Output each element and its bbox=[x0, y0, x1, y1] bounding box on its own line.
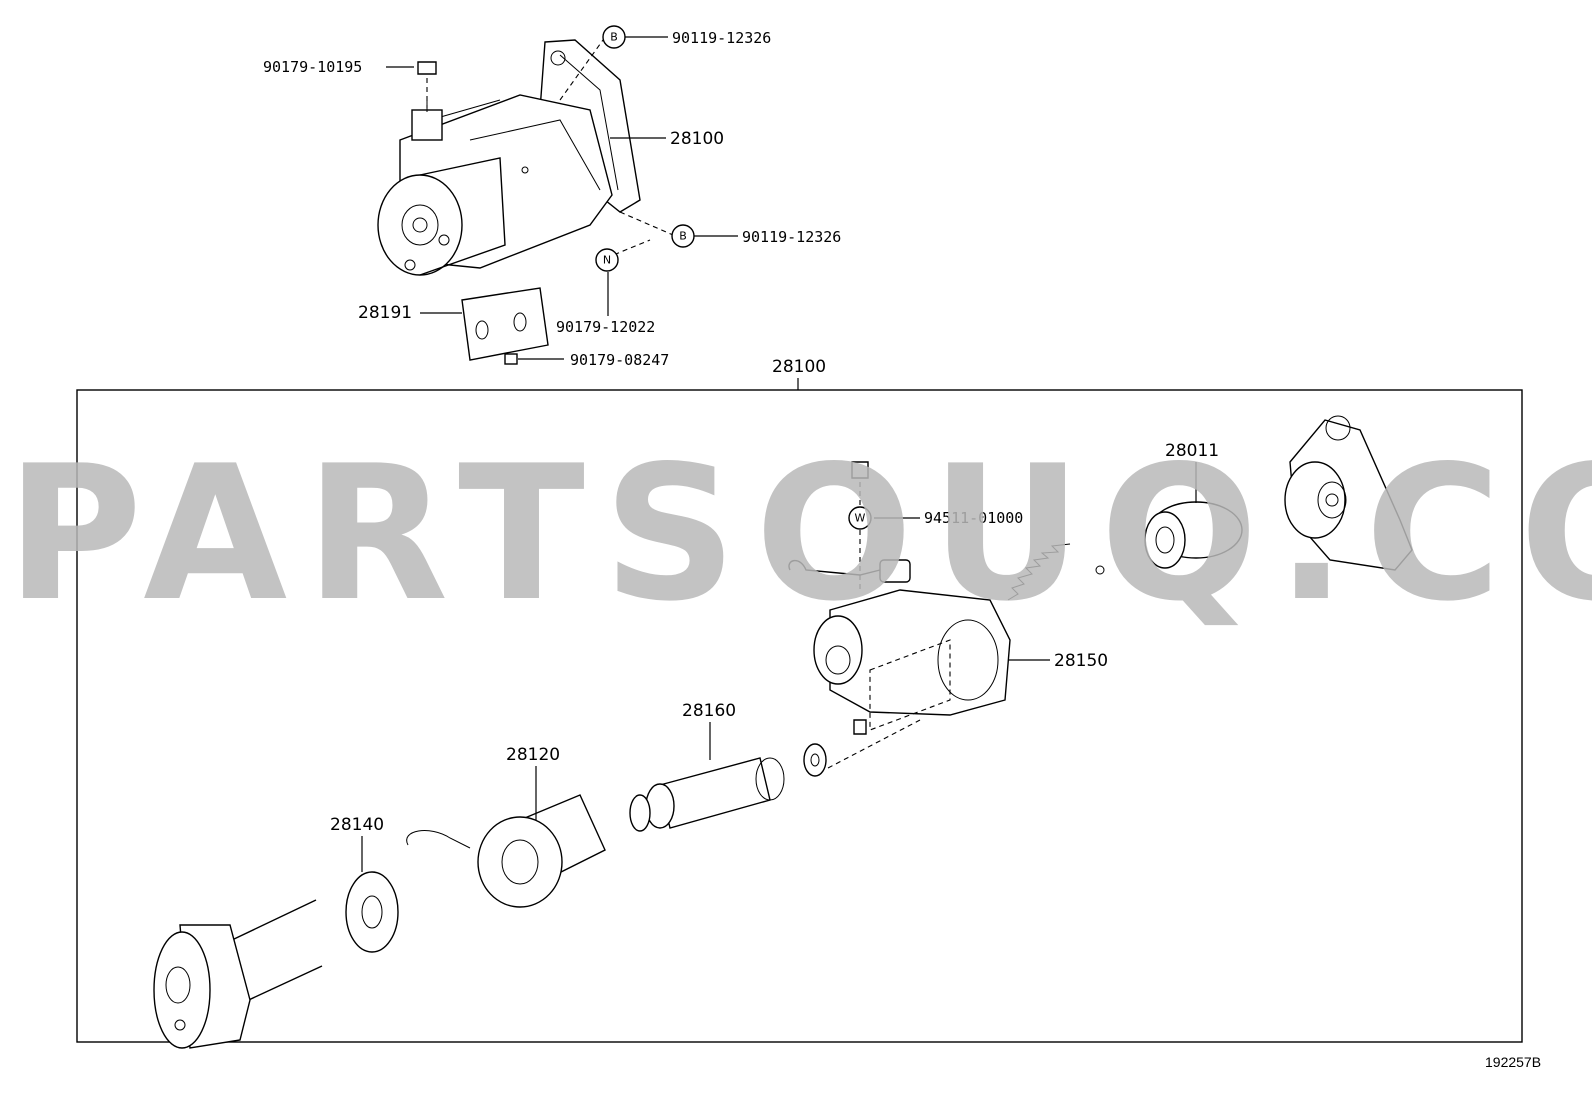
drive-housing-illustration bbox=[1284, 415, 1413, 571]
callout-90119-12326-mid[interactable]: 90119-12326 bbox=[742, 228, 841, 246]
marker-b-top: B bbox=[602, 25, 626, 49]
group-box-frame bbox=[76, 389, 1523, 1043]
callout-28150[interactable]: 28150 bbox=[1054, 651, 1108, 671]
marker-w: W bbox=[848, 506, 872, 530]
end-frame-illustration bbox=[153, 899, 323, 1049]
callout-28140[interactable]: 28140 bbox=[330, 815, 384, 835]
armature-illustration bbox=[629, 722, 785, 832]
figure-reference-id: 192257B bbox=[1485, 1054, 1541, 1070]
yoke-illustration bbox=[406, 766, 606, 908]
callout-28100-assy[interactable]: 28100 bbox=[670, 129, 724, 149]
marker-b-mid: B bbox=[671, 224, 695, 248]
marker-n: N bbox=[595, 248, 619, 272]
starter-assembly-illustration bbox=[377, 39, 681, 365]
watermark: PARTSOUQ.COM bbox=[6, 425, 1592, 642]
clutch-illustration bbox=[1144, 462, 1243, 569]
magnetic-switch-housing-illustration bbox=[788, 559, 1050, 735]
terminal-nut-illustration bbox=[851, 461, 920, 590]
upper-leader-lines bbox=[386, 36, 738, 360]
callout-90179-08247[interactable]: 90179-08247 bbox=[570, 351, 669, 369]
marker-n-text: N bbox=[603, 254, 611, 267]
brush-holder-illustration bbox=[345, 836, 399, 953]
marker-b-top-text: B bbox=[610, 31, 618, 44]
callout-90179-10195[interactable]: 90179-10195 bbox=[263, 58, 362, 76]
callout-28160[interactable]: 28160 bbox=[682, 701, 736, 721]
marker-b-mid-text: B bbox=[679, 230, 687, 243]
callout-90119-12326-top[interactable]: 90119-12326 bbox=[672, 29, 771, 47]
callout-28011[interactable]: 28011 bbox=[1165, 441, 1219, 461]
callout-28191[interactable]: 28191 bbox=[358, 303, 412, 323]
callout-94511-01000[interactable]: 94511-01000 bbox=[924, 509, 1023, 527]
spring-illustration bbox=[1007, 543, 1071, 601]
washer-illustration bbox=[803, 743, 827, 777]
callout-90179-12022[interactable]: 90179-12022 bbox=[556, 318, 655, 336]
callout-28100-group[interactable]: 28100 bbox=[772, 357, 826, 377]
marker-w-text: W bbox=[855, 512, 866, 525]
callout-28120[interactable]: 28120 bbox=[506, 745, 560, 765]
